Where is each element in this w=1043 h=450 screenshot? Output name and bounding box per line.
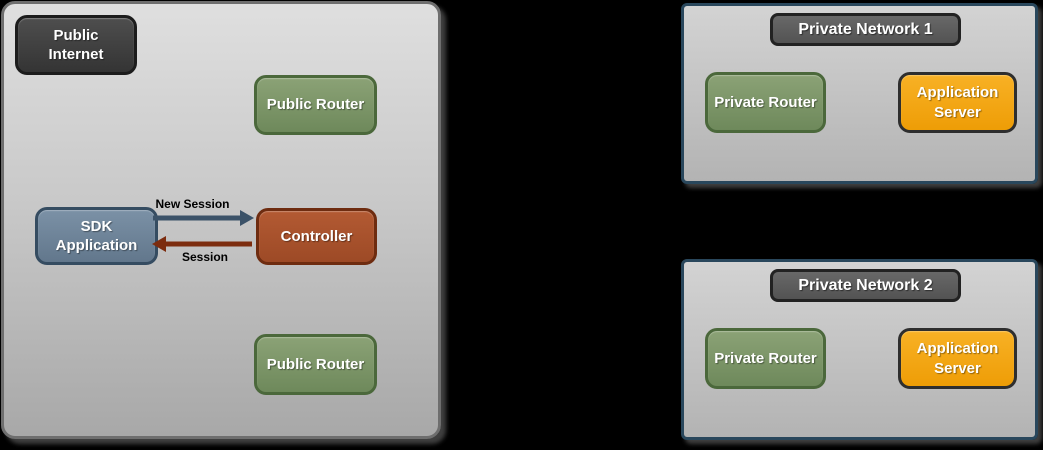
private-network-1-container: Private Network 1 Private Router Applica… [681, 3, 1038, 184]
sdk-application-node: SDK Application [35, 207, 158, 265]
private-network-2-title-badge: Private Network 2 [770, 269, 961, 302]
public-internet-zone: Public Internet Public Router SDK Applic… [1, 1, 441, 439]
private-router-node-2: Private Router [705, 328, 826, 389]
controller-node: Controller [256, 208, 377, 265]
session-arrow-label: Session [181, 250, 229, 264]
private-router-node-1: Private Router [705, 72, 826, 133]
new-session-arrow-label: New Session [155, 197, 230, 211]
application-server-node-1: Application Server [898, 72, 1017, 133]
public-internet-badge: Public Internet [15, 15, 137, 75]
public-router-top-node: Public Router [254, 75, 377, 135]
application-server-node-2: Application Server [898, 328, 1017, 389]
private-network-1-title-badge: Private Network 1 [770, 13, 961, 46]
private-network-2-container: Private Network 2 Private Router Applica… [681, 259, 1038, 440]
public-router-bottom-node: Public Router [254, 334, 377, 395]
